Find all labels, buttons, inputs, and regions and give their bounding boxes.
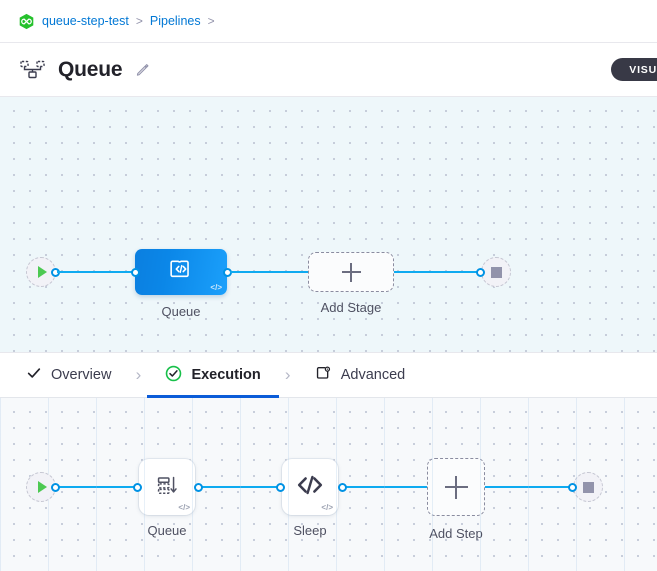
tab-overview-label: Overview bbox=[51, 367, 112, 383]
add-stage-node[interactable]: Add Stage bbox=[308, 252, 394, 315]
add-stage-label: Add Stage bbox=[320, 300, 382, 315]
stage-end-node[interactable] bbox=[476, 257, 511, 287]
tab-execution[interactable]: Execution bbox=[147, 353, 280, 398]
page-header: Queue VISU bbox=[0, 43, 657, 97]
step-node-label: Sleep bbox=[293, 523, 327, 538]
stage-node-label: Queue bbox=[161, 304, 201, 319]
tab-separator-1: › bbox=[135, 365, 142, 384]
stop-icon bbox=[481, 257, 511, 287]
step-canvas[interactable]: </> Queue </> Sleep bbox=[0, 398, 657, 571]
check-icon bbox=[26, 365, 42, 385]
step-start-out-port[interactable] bbox=[51, 482, 60, 492]
stage-link-start-queue bbox=[57, 271, 136, 274]
tab-execution-label: Execution bbox=[191, 367, 261, 383]
tab-advanced-label: Advanced bbox=[340, 367, 406, 383]
breadcrumb-separator: > bbox=[135, 14, 143, 28]
step-queue-in-port[interactable] bbox=[133, 482, 142, 492]
step-node-sleep[interactable]: </> Sleep bbox=[282, 459, 338, 538]
step-sleep-out-port[interactable] bbox=[338, 482, 347, 492]
visual-mode-toggle[interactable]: VISU bbox=[611, 58, 657, 81]
stage-link-add-end bbox=[394, 271, 480, 274]
step-link-start-queue bbox=[57, 486, 139, 489]
plus-icon bbox=[341, 262, 361, 282]
step-node-label: Queue bbox=[147, 523, 187, 538]
step-config-tabs: Overview › Execution › Advanced bbox=[0, 352, 657, 398]
pencil-icon[interactable] bbox=[135, 62, 150, 77]
template-badge: </> bbox=[178, 503, 190, 512]
code-icon bbox=[293, 468, 327, 507]
step-link-add-end bbox=[485, 486, 573, 489]
stage-start-node[interactable] bbox=[26, 257, 60, 287]
breadcrumb-item-pipelines[interactable]: Pipelines bbox=[149, 14, 201, 28]
pipeline-icon bbox=[20, 59, 46, 81]
stage-link-queue-add bbox=[230, 271, 309, 274]
breadcrumb: queue-step-test > Pipelines > bbox=[0, 0, 657, 43]
template-badge: </> bbox=[321, 503, 333, 512]
step-link-sleep-add bbox=[342, 486, 428, 489]
breadcrumb-separator-end: > bbox=[207, 14, 215, 28]
step-sleep-in-port[interactable] bbox=[276, 482, 285, 492]
step-link-queue-sleep bbox=[198, 486, 280, 489]
stage-end-in-port[interactable] bbox=[476, 267, 485, 277]
template-code-icon bbox=[166, 254, 196, 289]
page-title: Queue bbox=[58, 57, 123, 81]
add-step-node[interactable]: Add Step bbox=[427, 458, 485, 541]
step-node-queue[interactable]: </> Queue bbox=[139, 459, 195, 538]
harness-hexagon-icon bbox=[18, 13, 35, 30]
template-badge: </> bbox=[210, 283, 222, 292]
step-end-in-port[interactable] bbox=[568, 482, 577, 492]
add-step-label: Add Step bbox=[429, 526, 483, 541]
stop-icon bbox=[573, 472, 603, 502]
step-start-node[interactable] bbox=[26, 472, 60, 502]
tab-overview[interactable]: Overview bbox=[22, 353, 115, 397]
stage-queue-in-port[interactable] bbox=[130, 267, 140, 277]
stage-canvas[interactable]: </> Queue Add Stage bbox=[0, 97, 657, 352]
tab-advanced[interactable]: Advanced bbox=[311, 353, 410, 397]
visual-mode-toggle-label: VISU bbox=[629, 63, 657, 76]
queue-icon bbox=[152, 470, 182, 505]
tab-separator-2: › bbox=[284, 365, 291, 384]
check-circle-icon bbox=[165, 365, 182, 386]
stage-node-queue[interactable]: </> Queue bbox=[130, 249, 232, 319]
advanced-gear-box-icon bbox=[315, 365, 332, 386]
step-end-node[interactable] bbox=[568, 472, 603, 502]
plus-icon bbox=[444, 475, 468, 499]
breadcrumb-item-project[interactable]: queue-step-test bbox=[42, 14, 129, 28]
step-queue-out-port[interactable] bbox=[194, 482, 203, 492]
